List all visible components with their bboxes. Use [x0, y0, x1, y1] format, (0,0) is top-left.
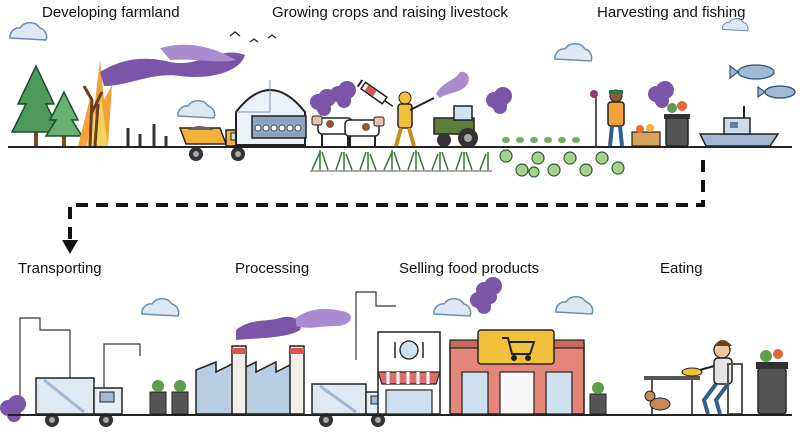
tractor-icon	[433, 105, 478, 148]
produce-crate-icon	[631, 124, 661, 147]
cloud-icon	[177, 99, 216, 119]
factory-icon	[195, 345, 305, 415]
emission-cloud	[100, 44, 245, 86]
cloud-icon	[141, 297, 180, 317]
farmer-icon	[590, 89, 625, 147]
restaurant-icon	[377, 331, 441, 415]
tree-icon	[44, 90, 84, 146]
stage-label-processing: Processing	[235, 260, 310, 277]
tree-icon	[10, 64, 62, 147]
fish-icon	[729, 64, 775, 80]
fire-icon	[78, 60, 112, 147]
cabbage-icon	[499, 149, 625, 178]
cloud-icon	[555, 295, 594, 315]
seedling-icon	[502, 137, 580, 143]
trash-bin-icon	[171, 380, 189, 415]
emission-cloud	[0, 395, 26, 422]
emission-cloud	[330, 81, 356, 108]
cat-icon	[644, 390, 671, 411]
sprayer-person-icon	[394, 91, 435, 147]
stump-icon	[126, 124, 168, 146]
emission-cloud	[436, 71, 469, 98]
flow-arrowhead	[62, 240, 78, 254]
stage-label-selling: Selling food products	[399, 260, 540, 277]
cloud-icon	[721, 18, 749, 32]
trash-bin-icon	[149, 380, 167, 415]
emission-cloud	[486, 87, 512, 114]
stage-label-eating: Eating	[660, 260, 703, 277]
stage-label-developing-farmland: Developing farmland	[42, 4, 180, 21]
trash-bin-icon	[589, 382, 607, 415]
cloud-icon	[433, 297, 472, 317]
delivery-truck-icon	[35, 377, 123, 427]
emission-cloud	[236, 308, 351, 340]
flow-connector	[68, 160, 705, 244]
bird-icon	[229, 31, 277, 43]
crop-field-icon	[311, 150, 489, 171]
trash-bin-icon	[756, 349, 788, 415]
supermarket-icon	[449, 329, 585, 415]
cart-icon	[502, 337, 536, 361]
person-eating-icon	[699, 340, 733, 415]
stage-label-transporting: Transporting	[18, 260, 102, 277]
barn-icon	[235, 80, 307, 146]
stage-label-growing-crops: Growing crops and raising livestock	[272, 4, 508, 21]
skyline-outline	[19, 291, 396, 415]
fish-icon	[757, 85, 796, 99]
trash-bin-icon	[664, 101, 690, 147]
syringe-icon	[356, 79, 394, 107]
cloud-icon	[554, 42, 593, 62]
cow-icon	[344, 116, 385, 146]
cloud-icon	[9, 21, 48, 41]
cow-icon	[311, 115, 353, 146]
fishing-boat-icon	[698, 106, 780, 147]
stage-label-harvesting-fishing: Harvesting and fishing	[597, 4, 746, 21]
